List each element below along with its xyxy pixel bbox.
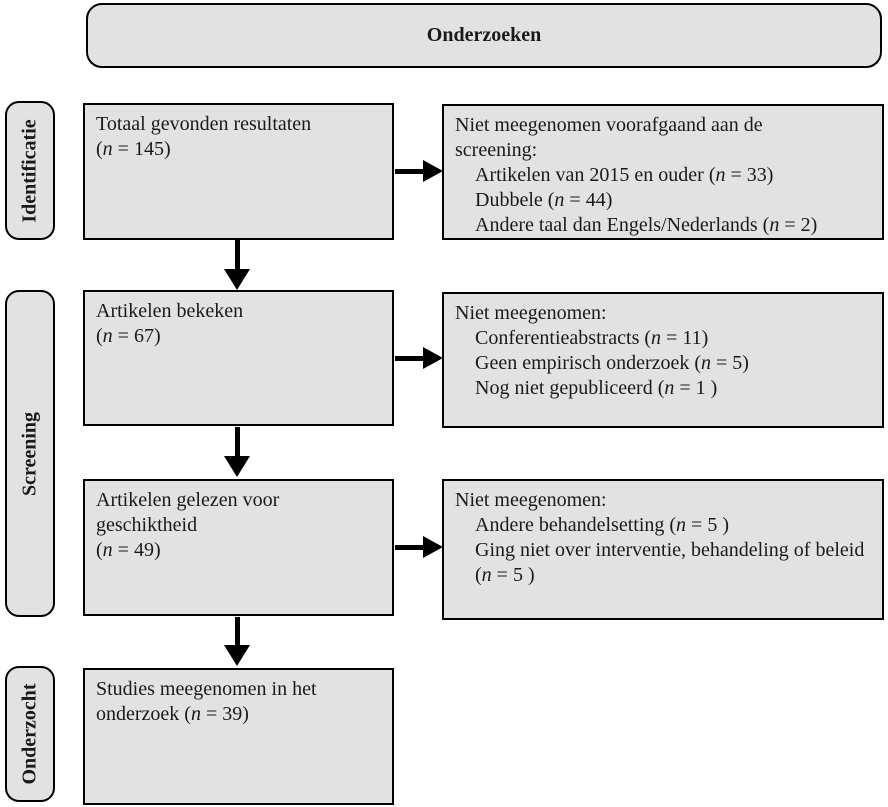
flow-box-line: Artikelen gelezen voor <box>96 489 280 511</box>
exclusion-item: Ging niet over interventie, behandeling … <box>475 539 865 586</box>
exclusion-box-screening: Niet meegenomen: Conferentieabstracts (n… <box>442 292 884 428</box>
stage-label-identificatie: Identificatie <box>5 101 55 240</box>
stage-label-text: Onderzocht <box>18 683 41 785</box>
exclusion-item: Conferentieabstracts (n = 11) <box>475 327 709 349</box>
flow-box-studies-included: Studies meegenomen in het onderzoek (n =… <box>83 668 394 805</box>
flow-box-line: onderzoek (n = 39) <box>96 703 249 725</box>
stage-label-onderzocht: Onderzocht <box>5 666 55 802</box>
diagram-title: Onderzoeken <box>426 24 542 46</box>
stage-label-text: Identificatie <box>18 118 41 223</box>
flow-box-line: Artikelen bekeken <box>96 300 244 322</box>
flow-box-line: (n = 145) <box>96 138 171 160</box>
flow-box-articles-screened: Artikelen bekeken (n = 67) <box>83 290 394 426</box>
exclusion-item: Artikelen van 2015 en ouder (n = 33) <box>475 164 774 186</box>
exclusion-item: Andere taal dan Engels/Nederlands (n = 2… <box>475 214 818 236</box>
exclusion-header-line: Niet meegenomen: <box>455 489 607 511</box>
exclusion-box-eligibility: Niet meegenomen: Andere behandelsetting … <box>442 479 884 620</box>
exclusion-item: Andere behandelsetting (n = 5 ) <box>475 514 729 536</box>
stage-label-screening: Screening <box>5 290 55 617</box>
exclusion-header-line: Niet meegenomen: <box>455 302 607 324</box>
exclusion-header-line: screening: <box>455 139 538 161</box>
flow-box-articles-read: Artikelen gelezen voor geschiktheid (n =… <box>83 479 394 616</box>
exclusion-item: Dubbele (n = 44) <box>475 189 613 211</box>
exclusion-item: Nog niet gepubliceerd (n = 1 ) <box>475 377 718 399</box>
flow-box-line: Totaal gevonden resultaten <box>96 113 312 135</box>
flow-box-line: (n = 49) <box>96 539 161 561</box>
title-box: Onderzoeken <box>86 3 882 68</box>
exclusion-header-line: Niet meegenomen voorafgaand aan de <box>455 114 763 136</box>
flow-box-line: Studies meegenomen in het <box>96 678 317 700</box>
flow-box-total-results: Totaal gevonden resultaten (n = 145) <box>83 103 394 240</box>
exclusion-item: Geen empirisch onderzoek (n = 5) <box>475 352 749 374</box>
stage-label-text: Screening <box>18 411 41 496</box>
flow-box-line: geschiktheid <box>96 514 198 536</box>
exclusion-box-pre-screening: Niet meegenomen voorafgaand aan de scree… <box>442 104 884 240</box>
flow-box-line: (n = 67) <box>96 325 161 347</box>
